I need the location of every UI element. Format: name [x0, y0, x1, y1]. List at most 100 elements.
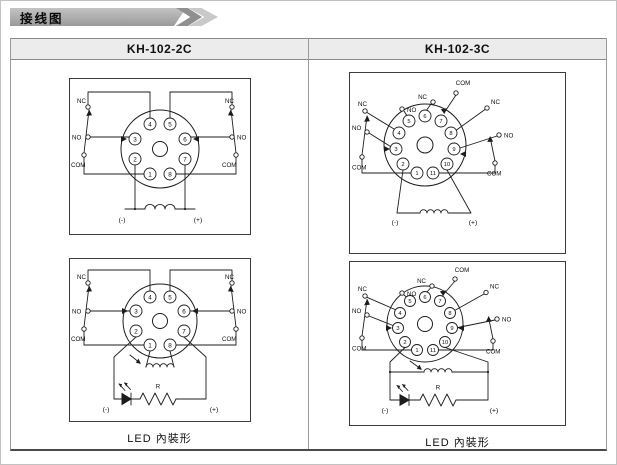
pin-circle: [128, 152, 141, 166]
wiring-table: KH-102-2C: [10, 38, 607, 451]
pin-circle: [178, 152, 191, 166]
no-terminal: [494, 316, 500, 322]
nc-label: NC: [77, 98, 86, 105]
pin-number: 8: [448, 311, 451, 317]
socket-outline: [386, 285, 464, 363]
pin-circle: [396, 157, 410, 171]
nc-terminal: [362, 293, 368, 299]
pin-circle: [129, 304, 142, 318]
relay-socket: [122, 283, 197, 359]
pin-circle: [163, 338, 176, 352]
pin-number: 8: [449, 131, 452, 137]
pin-number: 1: [148, 342, 152, 349]
blade-arrow-icon: [364, 115, 370, 122]
resistor-symbol: [139, 392, 176, 406]
pin-circle: [404, 295, 416, 307]
pin-circle: [143, 290, 156, 304]
com-label: COM: [71, 162, 85, 169]
pin-number: 3: [394, 147, 397, 153]
pin-number: 2: [401, 162, 404, 168]
no-terminal: [84, 308, 91, 314]
com-terminal: [452, 276, 458, 282]
nc-label: NC: [77, 274, 86, 281]
relay-socket: [386, 285, 464, 363]
pin-circle: [143, 117, 156, 131]
pins: 6 7 8 9 10 11 1 2 3 4 5: [392, 291, 458, 356]
section-banner: 接线图: [10, 8, 218, 26]
pin-number: 8: [168, 342, 172, 349]
diagram-caption-2c: LED 內裝形: [127, 433, 192, 445]
pin-circle: [143, 338, 156, 352]
positive-terminal-label: (+): [209, 407, 218, 414]
led-emission-arrow-icon: [396, 385, 401, 390]
socket-center-hole: [416, 136, 434, 154]
column-header-3c: KH-102-3C: [309, 38, 606, 60]
switch-blades: [83, 109, 236, 154]
terminals: [80, 280, 239, 332]
pin-number: 9: [450, 326, 453, 332]
contact-arrow-icon: [460, 151, 466, 157]
wires: [361, 103, 498, 214]
wiring-diagram-2c-led: 4 5 3 6 2 7 1 8 NC NC NO: [71, 269, 246, 414]
pin-circle: [444, 307, 456, 319]
blade-arrow-icon: [439, 290, 446, 296]
pin-number: 5: [168, 121, 172, 128]
nc-label: NC: [417, 278, 426, 285]
nc-label: NC: [418, 94, 427, 101]
blade-arrow-icon: [85, 109, 92, 116]
diagram-3c-standard: 6 7 8 9 10 11 1 2 3 4 5: [349, 72, 566, 254]
pin-circle: [434, 295, 446, 307]
coil-symbol: [144, 204, 175, 210]
pin-number: 1: [148, 171, 152, 178]
com-label: COM: [455, 267, 469, 274]
no-terminal: [399, 290, 405, 296]
pin-circle: [446, 322, 458, 334]
nc-label: NC: [225, 98, 234, 105]
pin-number: 1: [415, 171, 418, 177]
coil-symbol: [419, 209, 449, 214]
no-label: NO: [407, 107, 416, 114]
nc-label: NC: [491, 99, 500, 106]
nc-terminal: [430, 99, 436, 105]
contact-labels: COM NC NO NC NO COM NC NO COM (-) (+): [352, 80, 513, 227]
com-terminal: [453, 90, 459, 96]
com-label: COM: [352, 165, 366, 172]
pins: 6 7 8 9 10 11 1 2 3 4 5: [389, 109, 461, 180]
nc-terminal: [228, 104, 235, 110]
negative-terminal-label: (-): [382, 408, 389, 415]
pin-circle: [177, 304, 190, 318]
contact-arrow-icon: [458, 325, 464, 331]
pin-number: 4: [148, 294, 152, 301]
pin-number: 11: [430, 171, 436, 177]
com-label: COM: [456, 80, 470, 87]
blade-arrow-icon: [364, 298, 370, 306]
diagram-2c-standard: 4 5 3 6 2 7 1 8 NC NC NO: [68, 78, 251, 235]
positive-terminal-label: (+): [469, 220, 478, 227]
diagram-3c-led: 6 7 8 9 10 11 1 2 3 4 5: [349, 261, 566, 426]
nc-terminal: [84, 280, 91, 286]
section-banner-bar: 接线图: [10, 8, 186, 26]
pin-circle: [129, 324, 142, 338]
nc-label: NC: [358, 101, 367, 108]
blade-arrow-icon: [85, 285, 92, 292]
column-body-2c: 4 5 3 6 2 7 1 8 NC NC NO: [11, 60, 308, 449]
pin-number: 3: [133, 136, 137, 143]
wiring-diagram-3c-standard: 6 7 8 9 10 11 1 2 3 4 5: [352, 80, 513, 227]
pin-circle: [143, 167, 156, 181]
wires: [83, 269, 236, 400]
pin-circle: [444, 126, 458, 140]
positive-terminal-label: (+): [490, 408, 499, 415]
no-label: NO: [504, 133, 513, 140]
pin-circle: [392, 126, 406, 140]
coil-pointer-arrow-icon: [135, 358, 141, 364]
wires: [361, 287, 496, 401]
no-label: NO: [502, 317, 511, 324]
socket-center-hole: [151, 141, 168, 157]
pin-circle: [419, 291, 431, 303]
blade-arrow-icon: [485, 316, 492, 322]
section-title: 接线图: [20, 11, 64, 26]
blade-arrow-icon: [227, 109, 234, 116]
com-terminal: [232, 326, 239, 332]
contact-arrow-icon: [192, 136, 199, 142]
